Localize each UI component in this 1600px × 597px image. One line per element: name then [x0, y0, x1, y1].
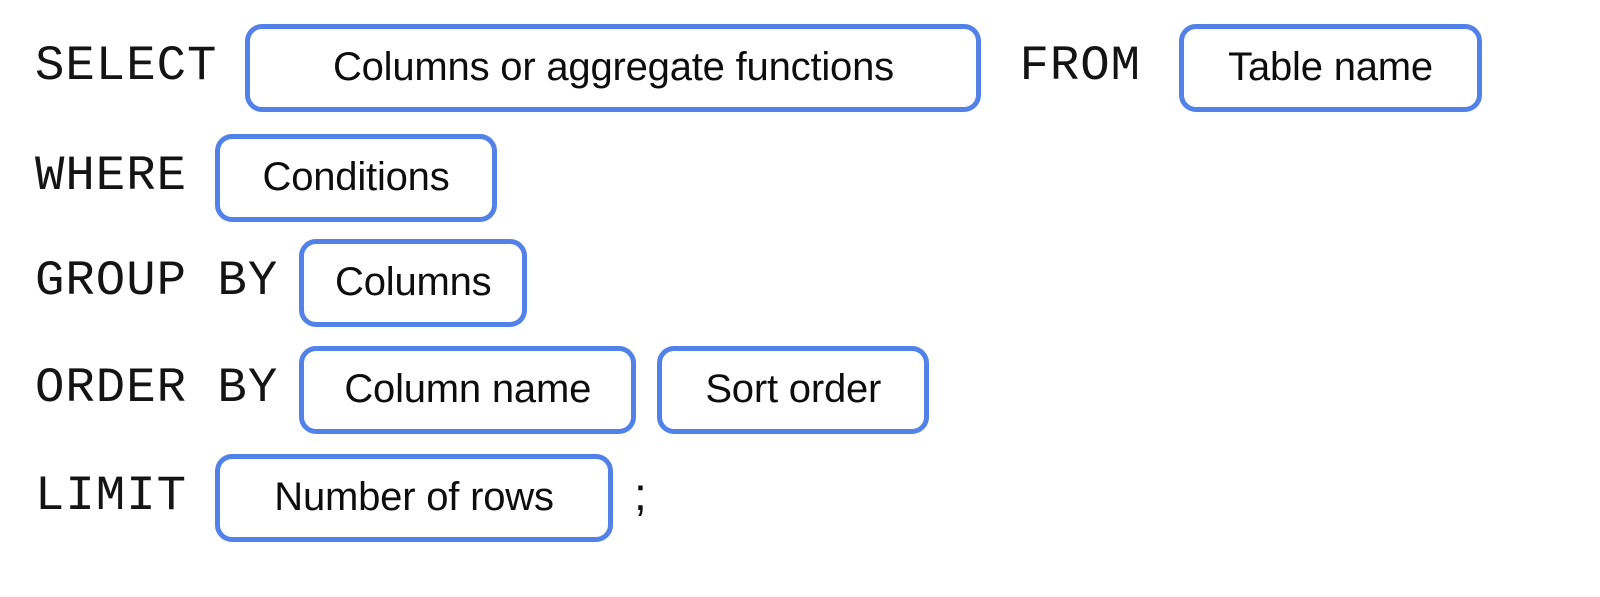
slot-label-conditions: Conditions [262, 154, 450, 199]
keyword-group-by: GROUP BY [35, 252, 279, 309]
keyword-order-by: ORDER BY [35, 359, 279, 416]
slot-group-by-columns[interactable]: Columns [299, 239, 528, 327]
slot-label-select-columns: Columns or aggregate functions [332, 44, 894, 89]
slot-select-columns[interactable]: Columns or aggregate functions [245, 24, 982, 112]
slot-conditions[interactable]: Conditions [215, 134, 498, 222]
slot-label-table-name: Table name [1228, 44, 1433, 89]
statement-row-order-by: ORDER BY Column name Sort order [0, 336, 1600, 444]
keyword-limit: LIMIT [35, 467, 188, 524]
slot-label-order-by-column-name: Column name [344, 366, 592, 411]
slot-label-number-of-rows: Number of rows [274, 474, 554, 519]
slot-number-of-rows[interactable]: Number of rows [215, 454, 614, 542]
statement-row-limit: LIMIT Number of rows ; [0, 444, 1600, 552]
slot-table-name[interactable]: Table name [1179, 24, 1483, 112]
statement-row-group-by: GROUP BY Columns [0, 229, 1600, 337]
slot-sort-order[interactable]: Sort order [657, 346, 930, 434]
keyword-select: SELECT [35, 37, 218, 94]
statement-terminator: ; [634, 468, 647, 520]
keyword-where: WHERE [35, 147, 188, 204]
slot-order-by-column-name[interactable]: Column name [299, 346, 637, 434]
slot-label-group-by-columns: Columns [335, 259, 492, 304]
statement-row-where: WHERE Conditions [0, 124, 1600, 232]
statement-row-select: SELECT Columns or aggregate functions FR… [0, 14, 1600, 122]
keyword-from: FROM [1019, 37, 1142, 94]
slot-label-sort-order: Sort order [705, 366, 882, 411]
